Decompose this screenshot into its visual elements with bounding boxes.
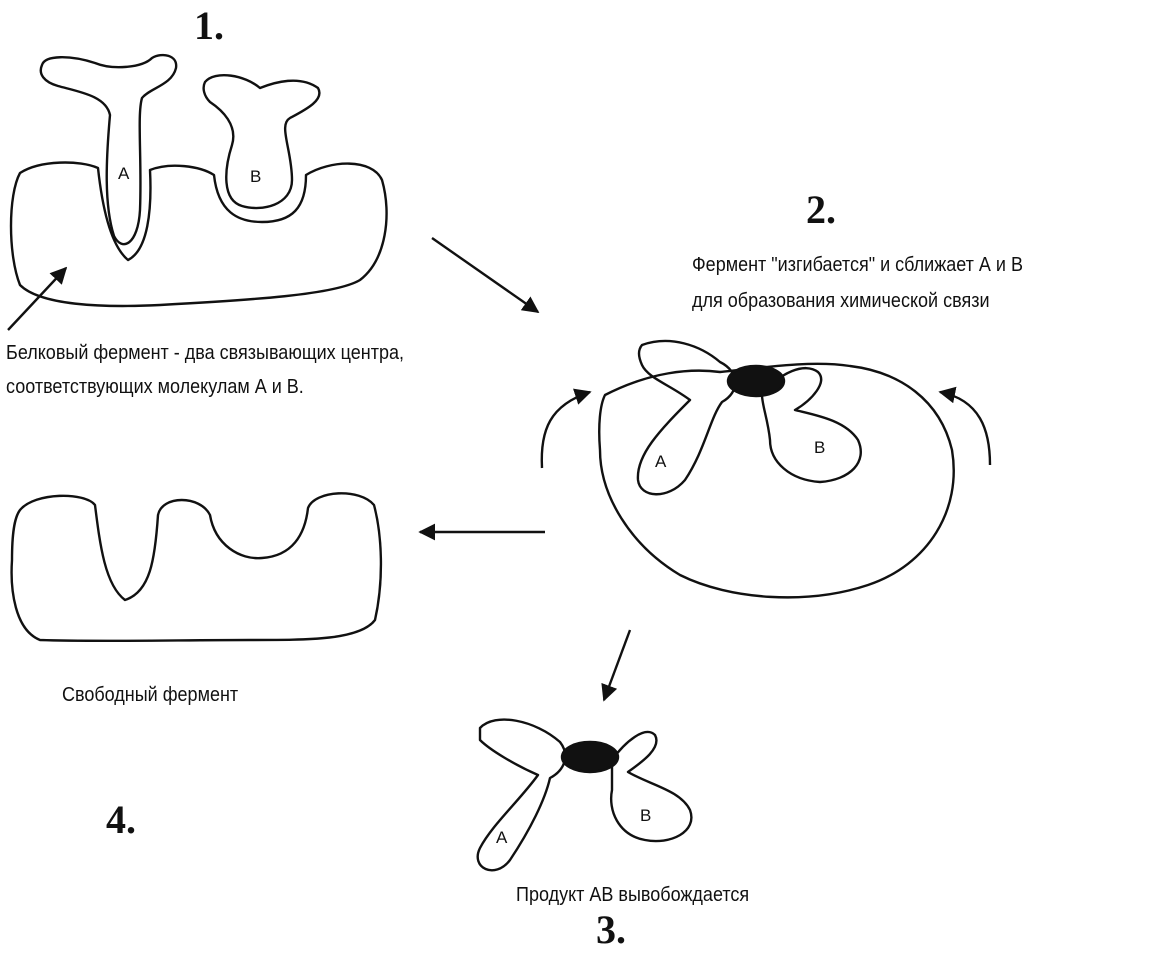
arrow-2-to-3 bbox=[604, 630, 630, 700]
label-b-product: В bbox=[640, 806, 651, 826]
label-a-stage2: А bbox=[655, 452, 666, 472]
molecule-a-stage1 bbox=[41, 55, 176, 244]
stage3-group bbox=[478, 720, 692, 871]
caption-step2-line1: Фермент "изгибается" и сближает А и В bbox=[692, 250, 1023, 280]
step-number-3: 3. bbox=[596, 906, 626, 953]
bond-product bbox=[562, 742, 618, 772]
step-number-1: 1. bbox=[194, 2, 224, 49]
stage4-free-enzyme bbox=[12, 493, 381, 641]
label-a-stage1: А bbox=[118, 164, 129, 184]
stage2-group bbox=[542, 341, 990, 597]
product-a bbox=[478, 720, 565, 871]
caption-step2-line2: для образования химической связи bbox=[692, 286, 990, 316]
label-b-stage2: В bbox=[814, 438, 825, 458]
molecule-b-stage1 bbox=[204, 75, 320, 208]
curl-arrow-right bbox=[940, 392, 990, 465]
stage1-enzyme-body bbox=[11, 163, 387, 306]
caption-step4: Свободный фермент bbox=[62, 680, 238, 710]
caption-step3: Продукт АВ вывобождается bbox=[516, 880, 749, 910]
stage2-enzyme-body bbox=[599, 364, 953, 597]
label-a-product: А bbox=[496, 828, 507, 848]
step-number-4: 4. bbox=[106, 796, 136, 843]
step-number-2: 2. bbox=[806, 186, 836, 233]
curl-arrow-left bbox=[542, 392, 590, 468]
caption-step1-line2: соответствующих молекулам А и В. bbox=[6, 372, 304, 402]
arrow-1-to-2 bbox=[432, 238, 538, 312]
label-b-stage1: В bbox=[250, 167, 261, 187]
molecule-a-stage2 bbox=[638, 341, 735, 494]
flow-arrows bbox=[8, 238, 630, 700]
caption-step1-line1: Белковый фермент - два связывающих центр… bbox=[6, 338, 404, 368]
bond-stage2 bbox=[728, 366, 784, 396]
stage1-group bbox=[11, 55, 387, 306]
